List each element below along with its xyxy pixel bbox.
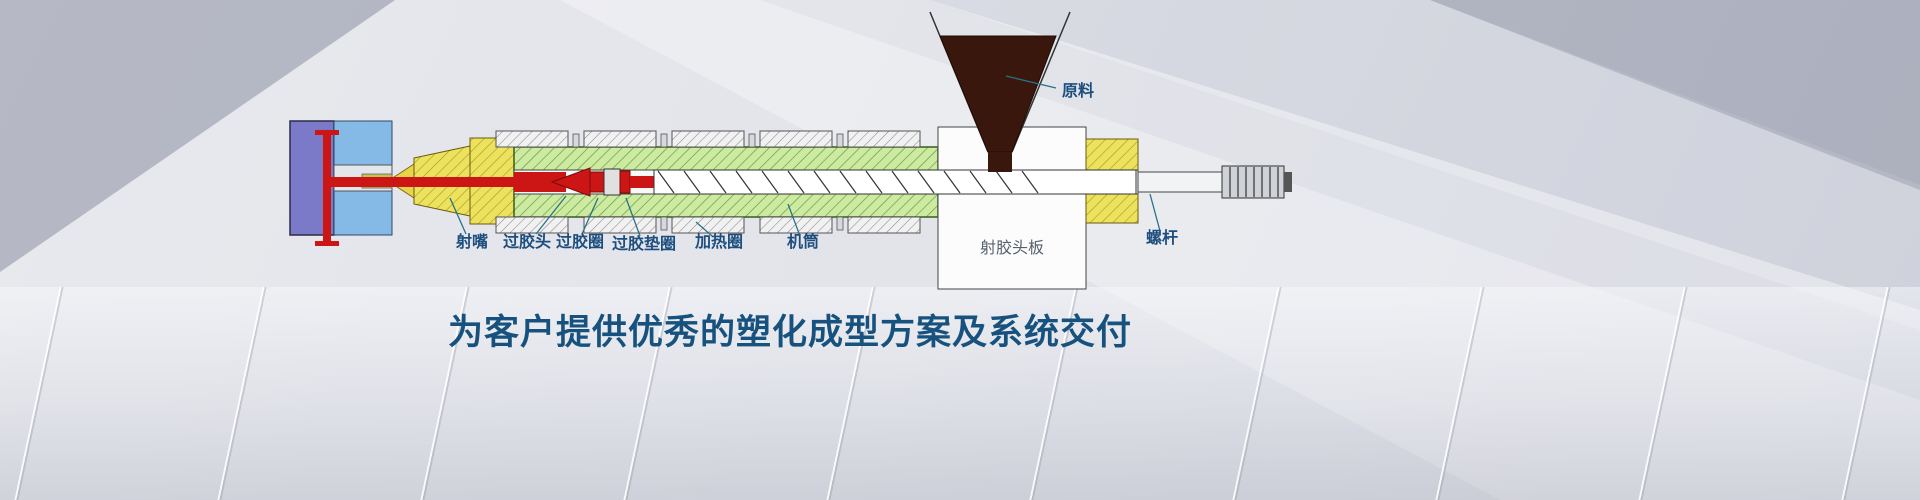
heating-band-label: 加热圈 <box>694 232 743 251</box>
mold-half-top <box>333 120 393 166</box>
slogan: 为客户提供优秀的塑化成型方案及系统交付 <box>447 313 1132 352</box>
part-labels: 射嘴 过胶头 过胶圈 过胶垫圈 加热圈 机筒 原料 螺杆 <box>455 81 1178 253</box>
melt-front <box>514 172 566 192</box>
check-washer-label: 过胶垫圈 <box>612 234 676 253</box>
screw-tip-label: 过胶头 <box>503 232 551 251</box>
heater-band <box>759 130 833 148</box>
screw-assembly <box>331 165 1292 199</box>
heater-band <box>495 216 569 234</box>
spline-teeth <box>1229 167 1279 197</box>
check-washer <box>619 170 631 194</box>
screw-label: 螺杆 <box>1146 228 1178 247</box>
nozzle-label: 射嘴 <box>455 232 488 251</box>
thermocouple-pin <box>836 216 844 231</box>
mold-half-bottom <box>333 190 393 236</box>
leader-lines <box>449 75 1161 237</box>
heater-band <box>671 130 745 148</box>
heater-bands <box>495 130 921 234</box>
raw-material-label: 原料 <box>1062 81 1094 100</box>
heater-band <box>583 216 657 234</box>
check-ring-label: 过胶圈 <box>556 232 604 251</box>
screw-tip-shank <box>589 171 605 193</box>
shaft-end-cap <box>1284 172 1292 192</box>
screw-flights <box>657 170 1039 194</box>
thermocouple-pin <box>660 133 668 148</box>
leader-nozzle <box>449 197 467 235</box>
screw-shaft <box>1137 171 1223 193</box>
hopper-throat <box>988 152 1012 172</box>
floor-panels <box>0 287 1920 500</box>
leader-screw <box>1149 193 1161 232</box>
leader-screw-tip <box>535 195 567 235</box>
mold-runner-vertical <box>323 134 331 242</box>
thermocouple-pin <box>660 216 668 231</box>
screw-neck <box>630 176 654 188</box>
screw-body <box>653 169 1137 195</box>
thermocouple-pin <box>572 133 580 148</box>
injection-head-plate-label: 射胶头板 <box>980 239 1044 257</box>
heater-band <box>495 130 569 148</box>
hopper <box>929 11 1071 172</box>
thermocouple-pin <box>748 133 756 148</box>
barrel-label: 机筒 <box>787 232 819 251</box>
leader-barrel <box>787 203 801 237</box>
leader-raw-material <box>1005 75 1057 89</box>
spline-coupling <box>1221 165 1285 199</box>
heater-band <box>847 216 921 234</box>
mold-runner-cap-top <box>315 130 339 135</box>
leader-check-ring <box>581 197 599 235</box>
heater-band <box>671 216 745 234</box>
hopper-rim-line <box>1011 11 1071 153</box>
leader-check-washer <box>625 197 641 237</box>
thermocouple-pin <box>836 133 844 148</box>
mold-runner-cap-bottom <box>315 241 339 246</box>
leader-heating-band <box>695 221 713 237</box>
heater-band <box>847 130 921 148</box>
melt-channel <box>331 177 566 187</box>
check-ring <box>603 168 621 196</box>
heater-band <box>583 130 657 148</box>
